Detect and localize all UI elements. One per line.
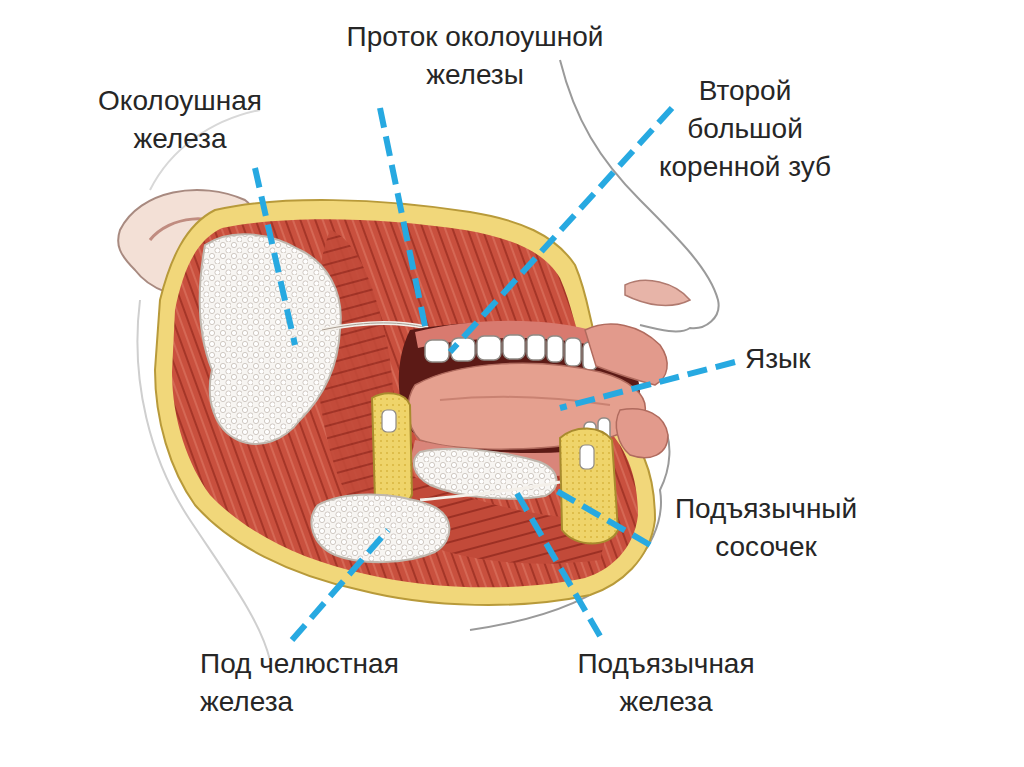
part-label: Подъязычная железа xyxy=(551,645,781,721)
part-label: Язык xyxy=(745,340,855,378)
part-label: Проток околоушной железы xyxy=(305,18,645,94)
part-label: Под челюстная железа xyxy=(200,645,450,721)
part-label: Второй большой коренной зуб xyxy=(642,72,848,186)
part-label: Подъязычный сосочек xyxy=(646,490,886,566)
leader-lines xyxy=(255,108,735,640)
part-label: Околоушная железа xyxy=(80,82,280,158)
